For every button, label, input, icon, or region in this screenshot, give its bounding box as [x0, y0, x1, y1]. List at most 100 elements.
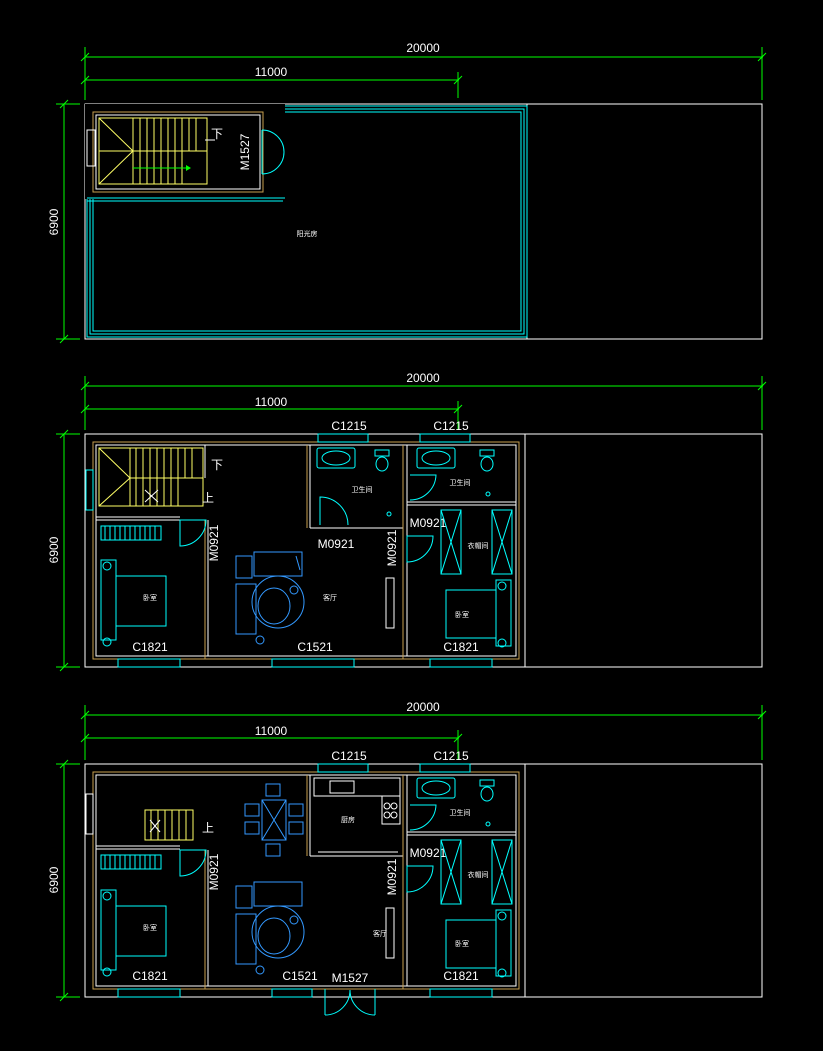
label-m0921-c: M0921	[410, 846, 447, 860]
stair-down-label: 下	[211, 458, 223, 472]
room-bath-left: 卫生间	[352, 485, 373, 494]
interior-walls-mid	[96, 445, 516, 659]
label-m0921-b: M0921	[385, 858, 399, 895]
wardrobe-bot: 衣帽间	[440, 839, 513, 905]
sunroom-glazing	[86, 105, 528, 338]
dim-depth-label: 6900	[47, 536, 61, 563]
room-kitchen: 厨房	[341, 815, 355, 824]
dimension-20000-top: 20000	[80, 41, 767, 100]
label-c1521: C1521	[297, 640, 333, 654]
room-bath-right: 卫生间	[450, 808, 471, 817]
door-m0921-bedroom-left	[179, 519, 207, 547]
building-outline	[84, 763, 763, 998]
room-sunroom-label: 阳光房	[297, 229, 318, 238]
label-c1821-a: C1821	[132, 969, 168, 983]
dim-partial-label: 11000	[255, 65, 288, 79]
room-bedroom-left: 卧室	[143, 923, 157, 932]
label-m1527-entry: M1527	[332, 971, 369, 985]
label-m0921-c: M0921	[385, 529, 399, 566]
label-m0921-b: M0921	[318, 537, 355, 551]
dim-depth-label: 6900	[47, 866, 61, 893]
door-m0921-closet	[406, 535, 434, 563]
window-c1821-a	[117, 658, 181, 668]
room-bath-right: 卫生间	[450, 478, 471, 487]
room-living: 客厅	[373, 929, 387, 938]
staircase-bot: 上	[144, 809, 214, 841]
room-bedroom-left: 卧室	[143, 593, 157, 602]
window-c1215-b	[419, 763, 471, 773]
label-m0921-d: M0921	[410, 516, 447, 530]
label-c1215-a: C1215	[331, 749, 367, 763]
bathroom-right-bot: 卫生间	[409, 777, 495, 831]
window-c1821-a	[117, 988, 181, 998]
dim-total-label: 20000	[406, 371, 440, 385]
dimension-6900-bot: 6900	[47, 759, 80, 1002]
window-c1215-a	[317, 433, 369, 443]
bed-left-bot: 卧室	[100, 854, 167, 977]
plan-middle: 20000 11000 6900	[47, 371, 767, 672]
interior-walls-bot	[96, 775, 516, 989]
label-c1821-a: C1821	[132, 640, 168, 654]
bed-right-bot: 卧室	[445, 909, 512, 978]
window-c1521	[271, 658, 355, 668]
kitchen-bot: 厨房	[313, 777, 401, 853]
dimension-11000-mid: 11000	[80, 395, 463, 430]
dim-depth-label: 6900	[47, 208, 61, 235]
window-c1521	[271, 988, 313, 998]
door-m0921-bedroom-left	[179, 849, 207, 877]
plan-top: 20000 11000 6900	[47, 41, 767, 344]
door-label-m1527-top: M1527	[238, 133, 252, 170]
room-bedroom-right: 卧室	[455, 610, 469, 619]
label-c1821-b: C1821	[443, 969, 479, 983]
door-m0921-closet	[406, 865, 434, 893]
label-m0921-a: M0921	[207, 853, 221, 890]
wardrobe-mid: 衣帽间	[440, 509, 513, 575]
dimension-20000-mid: 20000	[80, 371, 767, 430]
stair-enclosure-top	[86, 111, 285, 202]
window-c1821-b	[429, 658, 493, 668]
room-closet: 衣帽间	[468, 870, 489, 879]
dim-total-label: 20000	[406, 41, 440, 55]
label-c1521: C1521	[282, 969, 318, 983]
tv-cabinet	[385, 907, 395, 959]
label-c1215-b: C1215	[433, 419, 469, 433]
sofa-set-mid	[235, 551, 305, 645]
window-c1215-a	[317, 763, 369, 773]
sofa-set-bot	[235, 881, 305, 975]
building-outline	[84, 433, 763, 668]
label-c1821-b: C1821	[443, 640, 479, 654]
dimension-11000-top: 11000	[80, 65, 463, 98]
stair-up-label: 上	[202, 821, 214, 835]
entry-door-m1527	[324, 989, 376, 1016]
dimension-6900-top: 6900	[47, 99, 80, 344]
stair-down-label-top: 下	[211, 127, 223, 141]
dim-partial-label: 11000	[255, 724, 288, 738]
window-stair-mid	[85, 469, 94, 511]
tv-cabinet	[385, 577, 395, 629]
dimension-11000-bot: 11000	[80, 724, 463, 760]
label-c1215-b: C1215	[433, 749, 469, 763]
staircase-mid: 下 上	[98, 447, 223, 507]
window-c1821-b	[429, 988, 493, 998]
bathroom-right-mid: 卫生间	[409, 447, 495, 501]
stair-up-label: 上	[202, 491, 214, 505]
window-stair-bot	[85, 793, 94, 835]
dim-partial-label: 11000	[255, 395, 288, 409]
plan-bottom: 20000 11000 6900	[47, 700, 767, 1016]
dim-total-label: 20000	[406, 700, 440, 714]
staircase-top: 下	[98, 117, 223, 185]
label-m0921-a: M0921	[207, 524, 221, 561]
label-c1215-a: C1215	[331, 419, 367, 433]
dimension-6900-mid: 6900	[47, 429, 80, 672]
window-c1215-b	[419, 433, 471, 443]
bathroom-left-mid: 卫生间	[316, 447, 392, 526]
building-outline	[84, 103, 763, 340]
door-m1527-top: M1527	[238, 129, 285, 175]
bed-right-mid: 卧室	[445, 579, 512, 648]
room-living: 客厅	[323, 593, 337, 602]
room-bedroom-right: 卧室	[455, 939, 469, 948]
bed-left-mid: 卧室	[100, 525, 167, 647]
dining-table	[244, 783, 304, 857]
room-closet: 衣帽间	[468, 541, 489, 550]
